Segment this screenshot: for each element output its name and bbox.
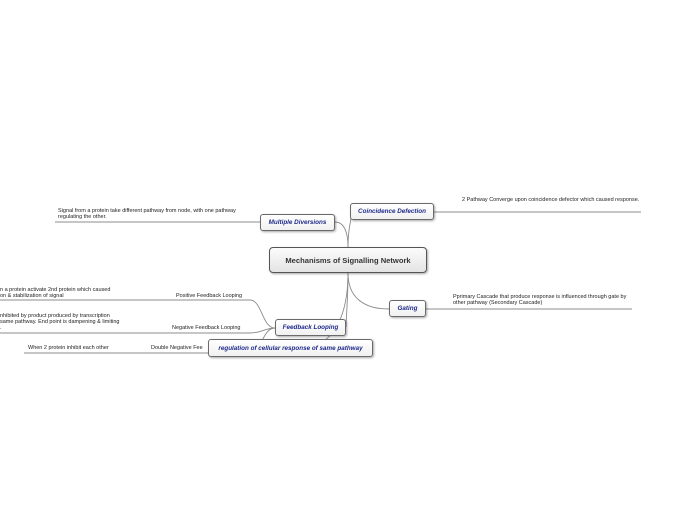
note-positive-line-1: n a protein activate 2nd protein which c… [0,287,111,293]
note-coincidence-defection: 2 Pathway Converge upon coincidence defe… [462,197,640,203]
note-negative-line-3: . [0,325,2,331]
note-double-negative: When 2 protein inhibit each other [28,345,109,351]
connector-gating [347,272,390,310]
root-topic[interactable]: Mechanisms of Signalling Network [269,247,427,273]
connector-positive [249,299,276,329]
note-negative-line-2: same pathway. End point is dampening & l… [0,319,120,325]
label-negative-feedback[interactable]: Negative Feedback Looping [172,325,241,331]
note-negative-line-1: nhibited by product produced by transcri… [0,313,110,319]
note-positive-line-2: on & stabilization of signal [0,293,64,299]
topic-gating[interactable]: Gating [389,300,426,317]
topic-coincidence-defection[interactable]: Coincidence Defection [350,203,434,220]
topic-regulation-cellular-response[interactable]: regulation of cellular response of same … [208,339,373,357]
topic-multiple-diversions[interactable]: Multiple Diversions [260,214,335,231]
note-multiple-diversions: Signal from a protein take different pat… [58,208,236,221]
label-double-negative-feedback[interactable]: Double Negative Fee [151,345,203,351]
label-positive-feedback[interactable]: Positive Feedback Looping [176,293,243,299]
topic-feedback-looping[interactable]: Feedback Looping [275,319,346,336]
connector-diversions [334,221,349,248]
note-gating: Pprimary Cascade that produce response i… [453,294,627,307]
